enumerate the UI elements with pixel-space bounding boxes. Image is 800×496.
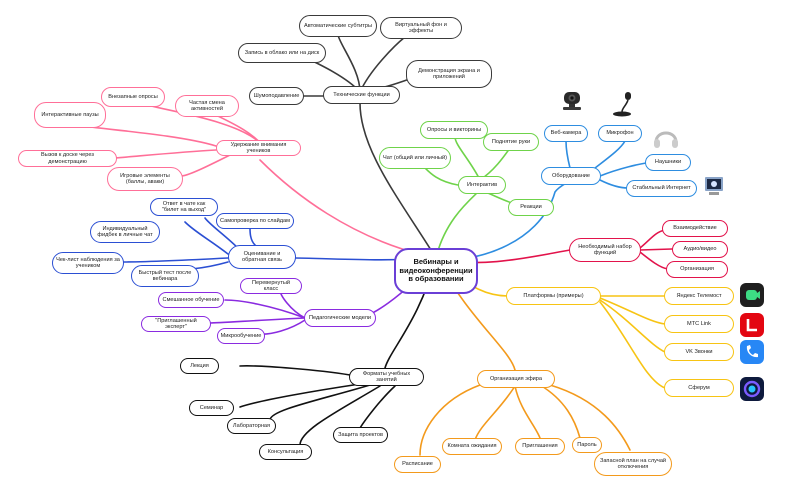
tech-auto-subtitles[interactable]: Автоматические субтитры: [299, 15, 377, 37]
tech-cloud-recording[interactable]: Запись в облако или на диск: [238, 43, 326, 63]
attention-surprise-polls[interactable]: Внезапные опросы: [101, 87, 165, 107]
assessment-topic[interactable]: Оценивание и обратная связь: [228, 245, 296, 269]
pedagogy-topic[interactable]: Педагогические модели: [304, 309, 376, 327]
functions-interaction[interactable]: Взаимодействие: [662, 220, 728, 237]
mts-link-app-icon: [740, 313, 764, 337]
attention-game-elements[interactable]: Игровые элементы (баллы, аваки): [107, 167, 183, 191]
interactive-chat[interactable]: Чат (общий или личный): [379, 147, 451, 169]
assess-exit-ticket[interactable]: Ответ в чате как "билет на выход": [150, 198, 218, 216]
tech-noise-suppression[interactable]: Шумоподавление: [249, 87, 304, 105]
platform-mts-link[interactable]: МТС Link: [664, 315, 734, 333]
network-icon: [705, 177, 723, 195]
platform-vk-calls[interactable]: VK Звонки: [664, 343, 734, 361]
format-seminar[interactable]: Семинар: [189, 400, 234, 416]
interactive-polls[interactable]: Опросы и викторины: [420, 121, 488, 139]
pedagogy-microlearning[interactable]: Микрообучение: [217, 328, 265, 344]
functions-topic[interactable]: Необходимый набор функций: [569, 238, 641, 262]
central-topic[interactable]: Вебинары и видеоконференции в образовани…: [394, 248, 478, 294]
platforms-topic[interactable]: Платформы (примеры): [506, 287, 601, 305]
formats-topic[interactable]: Форматы учебных занятий: [349, 368, 424, 386]
org-invitations[interactable]: Приглашения: [515, 438, 565, 455]
telemost-app-icon: [740, 283, 764, 307]
interactive-raise-hand[interactable]: Поднятие руки: [483, 133, 539, 151]
org-password[interactable]: Пароль: [572, 437, 602, 453]
format-lab[interactable]: Лабораторная: [227, 418, 276, 434]
tech-screen-sharing[interactable]: Демонстрация экрана и приложений: [406, 60, 492, 88]
attention-activity-change[interactable]: Частая смена активностей: [175, 95, 239, 117]
organization-topic[interactable]: Организация эфира: [477, 370, 555, 388]
webcam-icon: [563, 92, 581, 110]
platform-yandex-telemost[interactable]: Яндекс Телемост: [664, 287, 734, 305]
interactive-reactions[interactable]: Реакции: [508, 199, 554, 216]
attention-interactive-pauses[interactable]: Интерактивные паузы: [34, 102, 106, 128]
assess-quick-test[interactable]: Быстрый тест после вебинара: [131, 265, 199, 287]
tech-virtual-background[interactable]: Виртуальный фон и эффекты: [380, 17, 462, 39]
equipment-microphone[interactable]: Микрофон: [598, 125, 642, 142]
assess-self-check[interactable]: Самопроверка по слайдам: [216, 213, 294, 229]
assess-individual-feedback[interactable]: Индивидуальный фидбек в личные чат: [90, 221, 160, 243]
equipment-headphones[interactable]: Наушники: [645, 154, 691, 171]
equipment-webcam[interactable]: Веб-камера: [544, 125, 588, 142]
vk-calls-app-icon: [740, 340, 764, 364]
pedagogy-blended[interactable]: Смешанное обучение: [158, 292, 224, 308]
pedagogy-flipped-class[interactable]: Перевернутый класс: [240, 278, 302, 294]
equipment-internet[interactable]: Стабильный Интернет: [626, 180, 697, 197]
microphone-icon: [613, 92, 631, 117]
functions-organization[interactable]: Организация: [666, 261, 728, 278]
headphones-icon: [654, 131, 678, 148]
format-consultation[interactable]: Консультация: [259, 444, 312, 460]
functions-audio-video[interactable]: Аудио/видео: [672, 241, 728, 258]
format-lecture[interactable]: Лекция: [180, 358, 219, 374]
assess-observation-checklist[interactable]: Чек-лист наблюдения за учеником: [52, 252, 124, 274]
attention-board-call[interactable]: Вызов к доске через демонстрацию: [18, 150, 117, 167]
equipment-topic[interactable]: Оборудование: [541, 167, 601, 185]
attention-topic[interactable]: Удержание внимания учеников: [216, 140, 301, 156]
pedagogy-guest-expert[interactable]: "Приглашенный эксперт": [141, 316, 211, 332]
org-backup-plan[interactable]: Запасной план на случай отключения: [594, 452, 672, 476]
org-schedule[interactable]: Расписание: [394, 456, 441, 473]
interactive-topic[interactable]: Интерактив: [458, 176, 506, 194]
tech-topic[interactable]: Технические функции: [323, 86, 400, 104]
platform-sferum[interactable]: Сферум: [664, 379, 734, 397]
sferum-app-icon: [740, 377, 764, 401]
org-waiting-room[interactable]: Комната ожидания: [442, 438, 502, 455]
format-project-defense[interactable]: Защита проектов: [333, 427, 388, 443]
